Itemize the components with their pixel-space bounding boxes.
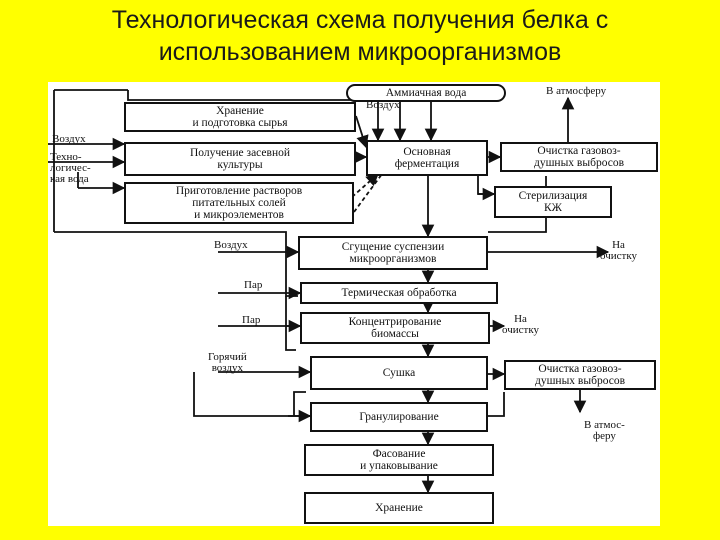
label-to-cleaning-1: На очистку (600, 239, 638, 262)
label-to-atmosphere-2: В атмос- феру (584, 419, 625, 442)
diagram-panel: Хранение и подготовка сырья Получение за… (48, 82, 660, 526)
box-final-storage: Хранение (304, 492, 494, 524)
box-packing: Фасование и упаковывание (304, 444, 494, 476)
flow-arrows (48, 89, 610, 494)
label-to-cleaning-2: На очистку (502, 313, 540, 336)
label-to-atmosphere-1: В атмосферу (546, 85, 607, 97)
label-air-in-1: Воздух (52, 133, 86, 145)
box-drying: Сушка (310, 356, 488, 390)
box-gas-cleaning-1: Очистка газовоз- душных выбросов (500, 142, 658, 172)
box-seed-culture: Получение засевной культуры (124, 142, 356, 176)
box-concentration: Концентрирование биомассы (300, 312, 490, 344)
label-air-in-2: Воздух (214, 239, 248, 251)
label-air-top: Воздух (366, 99, 400, 111)
box-thermal-treatment: Термическая обработка (300, 282, 498, 304)
slide-title-line-2: использованием микроорганизмов (158, 38, 562, 66)
box-ammonia-water: Аммиачная вода (346, 84, 506, 102)
box-nutrient-solutions: Приготовление растворов питательных соле… (124, 182, 354, 224)
slide-title-line-1: Технологическая схема получения белка с (111, 6, 609, 34)
box-thickening: Сгущение суспензии микроорганизмов (298, 236, 488, 270)
label-hot-air: Горячий воздух (208, 351, 247, 374)
box-sterilization: Стерилизация КЖ (494, 186, 612, 218)
box-raw-storage: Хранение и подготовка сырья (124, 102, 356, 132)
label-steam-1: Пар (244, 279, 263, 291)
label-steam-2: Пар (242, 314, 261, 326)
box-main-fermentation: Основная ферментация (366, 140, 488, 176)
label-process-water: Техно- логичес- кая вода (50, 151, 91, 185)
box-granulation: Гранулирование (310, 402, 488, 432)
box-gas-cleaning-2: Очистка газовоз- душных выбросов (504, 360, 656, 390)
